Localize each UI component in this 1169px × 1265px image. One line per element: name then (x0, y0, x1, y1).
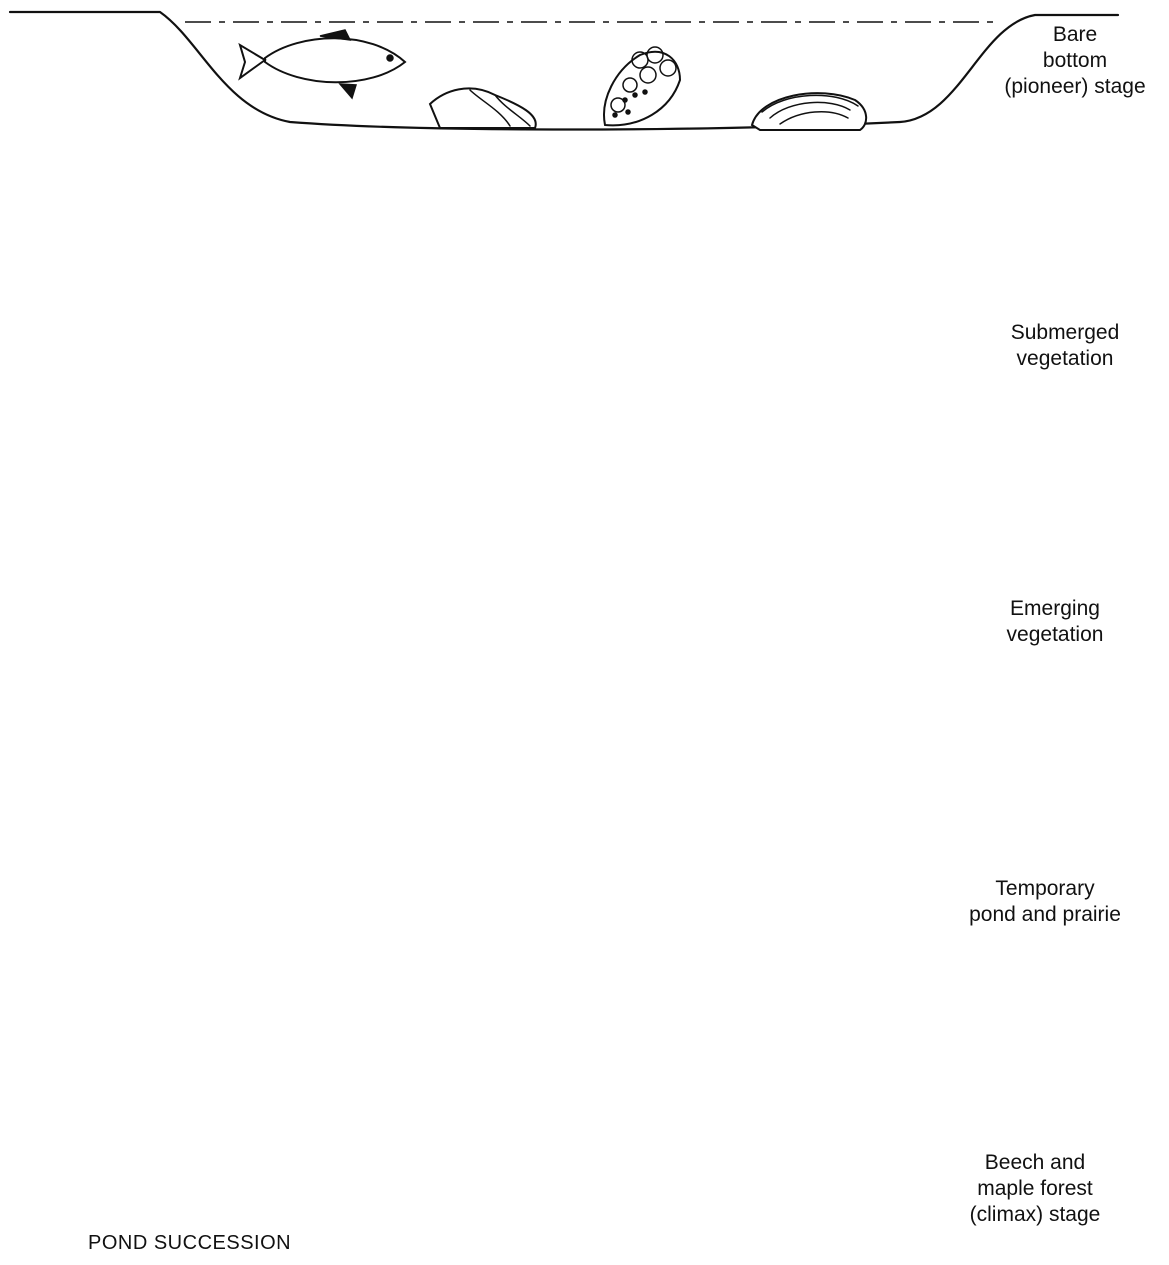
stage-1-bare-bottom-panel (10, 12, 1118, 130)
stage-2-label: Submerged vegetation (975, 320, 1155, 372)
stage-3-label: Emerging vegetation (965, 596, 1145, 648)
stage-5-label: Beech and maple forest (climax) stage (935, 1150, 1135, 1228)
clam-icon (752, 93, 866, 130)
fish-icon (240, 30, 405, 98)
egg-mass-icon (604, 47, 680, 125)
snail-shell-icon (430, 88, 536, 128)
pond-profile-1 (10, 12, 1118, 130)
stage-1-label: Bare bottom (pioneer) stage (985, 22, 1165, 100)
diagram-caption: POND SUCCESSION (88, 1232, 291, 1255)
stage-4-label: Temporary pond and prairie (945, 876, 1145, 928)
